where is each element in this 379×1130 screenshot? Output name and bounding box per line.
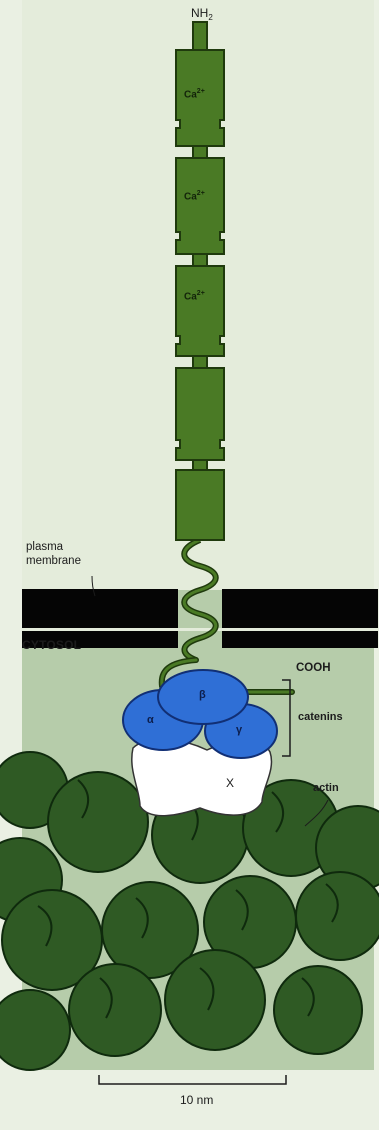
nh2-stub (193, 22, 207, 50)
calcium-label-3: Ca2+ (184, 290, 205, 302)
scale-bar-label: 10 nm (180, 1093, 213, 1107)
beta-label: β (199, 689, 206, 701)
calcium-charge-text: 2+ (197, 290, 205, 297)
domain-link-2 (193, 254, 207, 266)
calcium-label-2: Ca2+ (184, 190, 205, 202)
calcium-base-text: Ca (184, 191, 197, 202)
nh2-text: NH (191, 6, 208, 20)
protein-x-label: X (226, 776, 234, 790)
calcium-charge-text: 2+ (197, 88, 205, 95)
gamma-label: γ (236, 724, 242, 736)
cadherin-domain-2 (176, 158, 224, 254)
catenins-label: catenins (298, 711, 343, 723)
domain-link-3 (193, 356, 207, 368)
calcium-base-text: Ca (184, 291, 197, 302)
domain-link-4 (193, 460, 207, 470)
plasma-membrane-label-line2: membrane (26, 554, 81, 568)
cadherin-domain-3 (176, 266, 224, 356)
calcium-label-1: Ca2+ (184, 88, 205, 100)
nh2-subscript: 2 (208, 13, 212, 22)
cadherin-domain-5 (176, 470, 224, 540)
membrane-gap-line (22, 628, 378, 631)
nh2-label: NH2 (191, 6, 213, 20)
actin-label: actin (313, 782, 339, 794)
calcium-charge-text: 2+ (197, 190, 205, 197)
cytosol-label: CYTOSOL (22, 638, 81, 652)
alpha-label: α (147, 714, 154, 726)
cadherin-domain-4 (176, 368, 224, 460)
plasma-membrane-label: plasma membrane (26, 540, 81, 568)
domain-link-1 (193, 146, 207, 158)
cooh-label: COOH (296, 662, 331, 674)
plasma-membrane-label-line1: plasma (26, 540, 81, 554)
calcium-base-text: Ca (184, 89, 197, 100)
